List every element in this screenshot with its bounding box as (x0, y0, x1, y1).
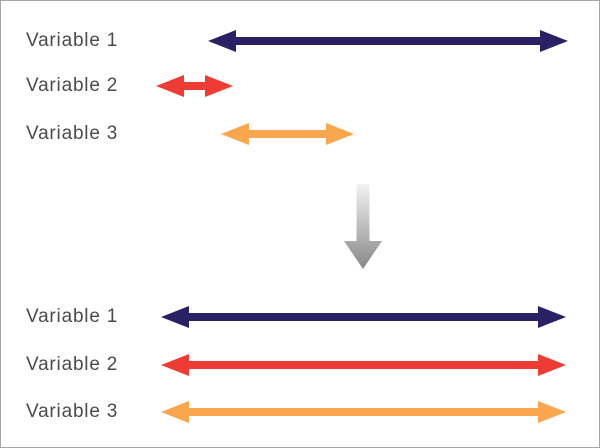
variable-row: Variable 3 (1, 401, 599, 423)
variable-label: Variable 3 (26, 123, 119, 144)
arrowhead-right-icon (205, 75, 233, 97)
arrow-shaft (247, 130, 328, 138)
arrowhead-right-icon (538, 306, 566, 328)
arrowhead-left-icon (161, 401, 189, 423)
range-arrow (161, 401, 566, 423)
range-arrow (161, 306, 566, 328)
variable-row: Variable 2 (1, 75, 599, 97)
arrowhead-left-icon (161, 354, 189, 376)
arrow-shaft (182, 82, 207, 90)
range-arrow (161, 354, 566, 376)
variable-row: Variable 1 (1, 30, 599, 52)
variable-row: Variable 1 (1, 306, 599, 328)
range-arrow (221, 123, 354, 145)
range-arrow (156, 75, 233, 97)
arrowhead-left-icon (221, 123, 249, 145)
variable-label: Variable 2 (26, 354, 119, 375)
variable-row: Variable 2 (1, 354, 599, 376)
arrowhead-right-icon (540, 30, 568, 52)
arrowhead-left-icon (208, 30, 236, 52)
arrowhead-left-icon (161, 306, 189, 328)
arrowhead-right-icon (538, 354, 566, 376)
range-arrow (208, 30, 568, 52)
variable-label: Variable 2 (26, 75, 119, 96)
arrow-shaft (187, 408, 540, 416)
variable-label: Variable 3 (26, 401, 119, 422)
arrow-shaft (234, 37, 542, 45)
arrow-shaft (187, 361, 540, 369)
arrowhead-right-icon (326, 123, 354, 145)
variable-label: Variable 1 (26, 306, 119, 327)
arrowhead-left-icon (156, 75, 184, 97)
transform-down-arrow-icon (344, 184, 382, 269)
variable-label: Variable 1 (26, 30, 119, 51)
variable-row: Variable 3 (1, 123, 599, 145)
arrowhead-right-icon (538, 401, 566, 423)
arrow-shaft (187, 313, 540, 321)
